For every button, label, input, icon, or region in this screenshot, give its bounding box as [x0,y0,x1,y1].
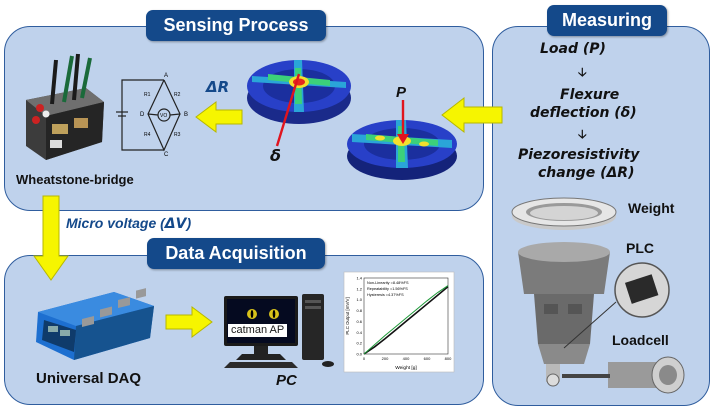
catman-software-logo: catman AP [228,324,288,337]
chart-y-tick-2: 0.4 [356,330,362,335]
load-cell-assembly-image [511,197,685,394]
loaded-flexure-fea-image [347,120,457,180]
resistor-r2-label: R2 [174,92,181,98]
measuring-step-deflection: deflection (δ) [530,105,637,121]
chart-y-axis-label: PLC Output [mV/V] [345,297,350,334]
vout-label: VO [160,113,167,119]
chart-y-tick-0: 0.0 [356,352,362,357]
step-arrow-2: 🡣 [578,127,587,141]
chart-series-line-2 [363,285,449,355]
measuring-step-change: change (ΔR) [538,165,635,181]
yellow-arrow-to-sensing [441,96,503,134]
universal-daq-device-image [36,288,154,360]
chart-x-axis-label: Weight [g] [395,365,417,371]
weight-label: Weight [628,200,675,216]
chart-x-tick-2: 400 [403,356,410,361]
plc-output-chart: Weight [g] PLC Output [mV/V] Non-Lineari… [343,271,455,373]
chart-y-tick-1: 0.2 [356,341,362,346]
resistor-r1-label: R1 [144,92,151,98]
chart-annotation-nonlinearity: Non-Linearity =8.48%FS [367,281,409,285]
node-d-label: D [140,112,145,118]
wheatstone-bridge-device-image [26,53,104,160]
deflection-indicator-arrow [275,73,301,147]
universal-daq-label: Universal DAQ [36,370,142,387]
load-p-label: P [396,84,407,101]
data-acquisition-title: Data Acquisition [147,238,325,269]
plc-label: PLC [626,240,654,256]
measuring-step-load: Load (P) [540,41,606,57]
measuring-title: Measuring [547,5,667,36]
chart-y-tick-4: 0.8 [356,308,362,313]
chart-plot-frame [363,277,449,355]
chart-y-tick-5: 1.0 [356,297,362,302]
chart-y-tick-6: 1.2 [356,286,362,291]
resistor-r3-label: R3 [174,132,181,138]
sensing-process-title: Sensing Process [146,10,326,41]
wheatstone-circuit-diagram: A B C D R1 R2 R3 R4 VO [116,73,188,158]
chart-x-tick-3: 600 [424,356,431,361]
loadcell-label: Loadcell [612,332,669,348]
chart-y-tick-3: 0.6 [356,319,362,324]
chart-x-tick-0: 0 [363,356,366,361]
step-arrow-1: 🡣 [578,65,587,79]
chart-series-line-1 [363,286,449,355]
yellow-arrow-to-bridge-circuit [195,101,243,133]
yellow-arrow-down-to-daq [33,195,69,281]
delta-label: δ [270,146,281,165]
wheatstone-bridge-label: Wheatstone-bridge [16,172,134,187]
chart-x-tick-1: 200 [382,356,389,361]
node-a-label: A [164,73,168,79]
chart-y-tick-7: 1.4 [356,276,362,281]
chart-annotation-repeatability: Repeatability =1.56%FS [367,287,408,291]
node-c-label: C [164,152,169,158]
measuring-step-piezo: Piezoresistivity [518,147,640,163]
micro-voltage-label: Micro voltage (ΔV) [66,215,192,232]
delta-r-label: ΔR [206,78,230,96]
chart-annotation-hysteresis: Hysteresis =4.37%FS [367,293,404,297]
load-arrow [397,100,409,144]
measuring-step-flexure: Flexure [560,87,620,103]
resistor-r4-label: R4 [144,132,151,138]
yellow-arrow-daq-to-pc [165,306,213,338]
flexure-deflection-fea-image [247,60,351,124]
pc-label: PC [276,372,297,389]
node-b-label: B [184,112,188,118]
chart-x-tick-4: 800 [445,356,452,361]
